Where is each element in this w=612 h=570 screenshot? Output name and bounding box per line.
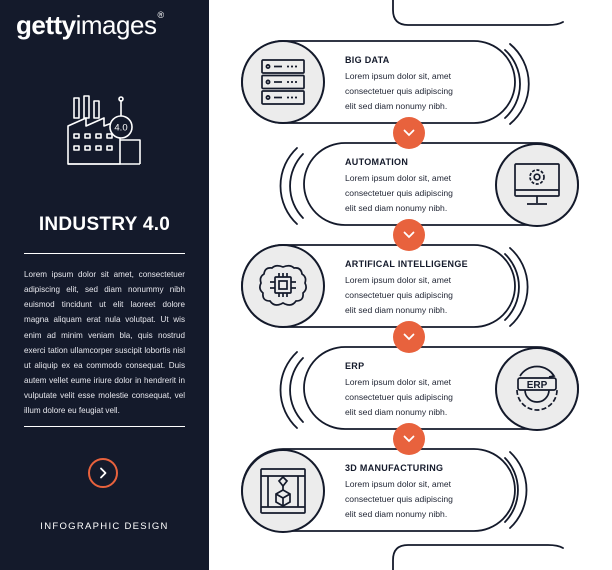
- step-icon-circle: ERP: [495, 347, 579, 431]
- connector-arrow: [393, 321, 425, 353]
- connector-arrow: [393, 423, 425, 455]
- getty-images-logo: gettyimages®: [16, 10, 164, 40]
- description-text: Lorem ipsum dolor sit amet, consectetuer…: [24, 270, 185, 416]
- chevron-down-icon: [403, 435, 415, 443]
- next-button[interactable]: [88, 458, 118, 488]
- chevron-down-icon: [403, 333, 415, 341]
- left-panel: gettyimages® 4.0 INDUSTRY 4.0 Lorem ipsu…: [0, 0, 209, 570]
- connector-arrow: [393, 219, 425, 251]
- page-title: INDUSTRY 4.0: [38, 214, 171, 235]
- divider: [24, 426, 185, 427]
- step-icon-circle: [241, 449, 325, 533]
- step-title: AUTOMATION: [345, 157, 409, 167]
- computer-gear-icon: [514, 163, 560, 205]
- divider: [24, 253, 185, 254]
- footer-label: INFOGRAPHIC DESIGN: [40, 521, 169, 532]
- chevron-right-icon: [100, 467, 107, 479]
- step-icon-circle: [241, 40, 325, 124]
- server-icon: [261, 59, 305, 105]
- step-icon-circle: [241, 244, 325, 328]
- factory-badge-text: 4.0: [114, 123, 127, 134]
- factory-icon: 4.0: [67, 95, 141, 165]
- step-icon-circle: [495, 143, 579, 227]
- erp-gear-icon: ERP: [516, 365, 558, 411]
- 3d-print-icon: [260, 468, 306, 514]
- connector-arrow: [393, 117, 425, 149]
- step-title: ERP: [345, 361, 365, 371]
- brain-chip-icon: [259, 264, 307, 306]
- erp-icon-label: ERP: [527, 380, 548, 391]
- step-title: 3D MANUFACTURING: [345, 463, 444, 473]
- step-title: ARTIFICAL INTELLIGENGE: [345, 259, 468, 269]
- chevron-down-icon: [403, 129, 415, 137]
- chevron-down-icon: [403, 231, 415, 239]
- step-title: BIG DATA: [345, 55, 390, 65]
